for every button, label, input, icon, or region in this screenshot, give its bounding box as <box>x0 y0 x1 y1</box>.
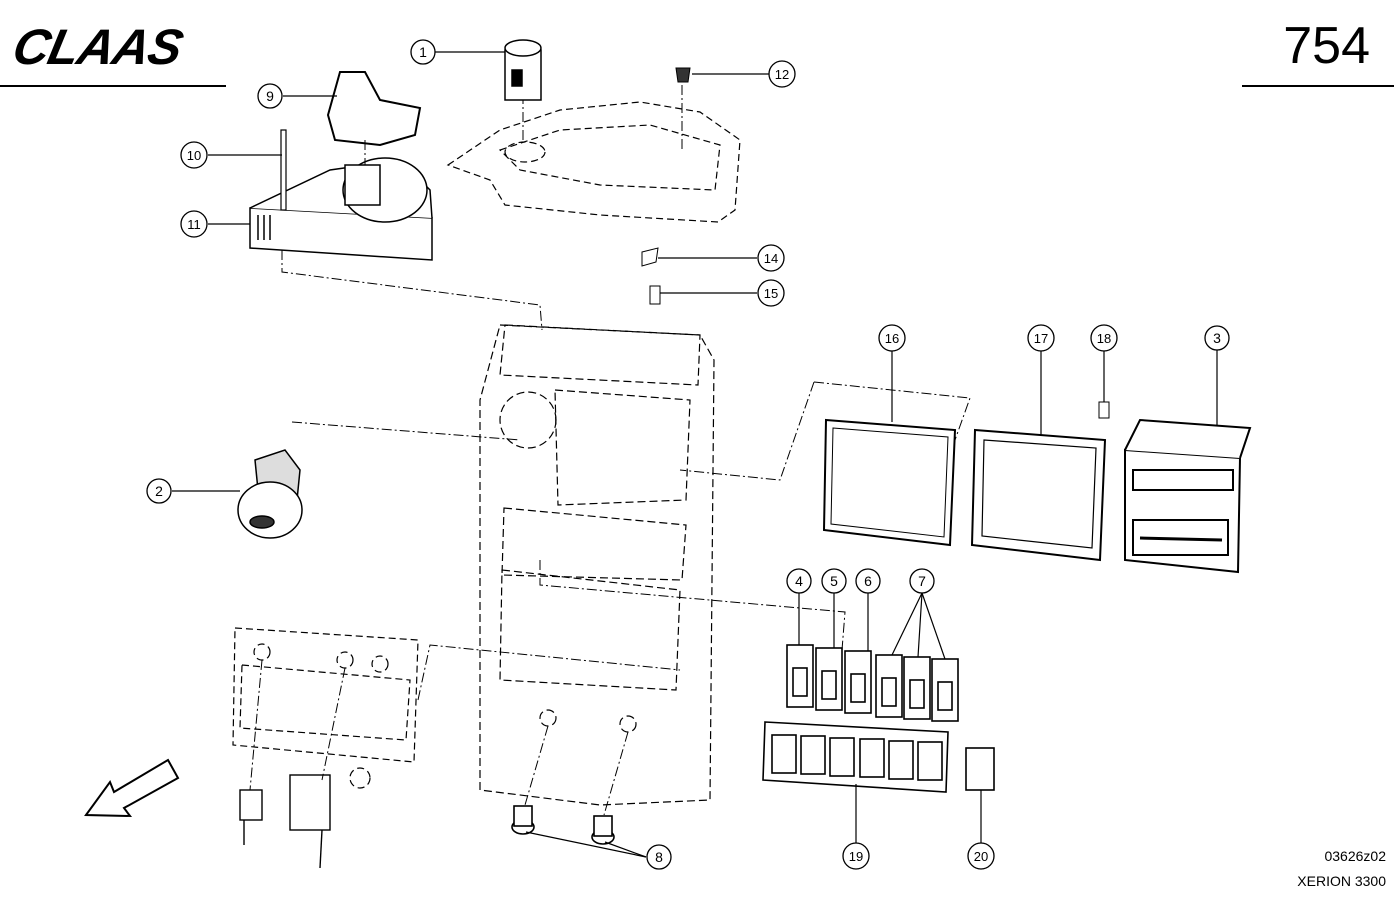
svg-text:6: 6 <box>864 573 872 589</box>
model-name: XERION 3300 <box>1297 873 1386 889</box>
callout-17: 17 <box>1027 324 1055 352</box>
svg-text:8: 8 <box>655 849 663 865</box>
part-14-clip <box>641 247 659 267</box>
callout-16: 16 <box>878 324 906 352</box>
part-9-gasket <box>326 71 422 147</box>
callout-9: 9 <box>257 83 283 109</box>
callout-2: 2 <box>146 478 172 504</box>
assembly-lines <box>249 85 971 816</box>
part-15-screw <box>649 285 661 305</box>
svg-text:17: 17 <box>1034 331 1048 346</box>
callout-18: 18 <box>1090 324 1118 352</box>
armrest-cover <box>446 101 741 223</box>
callout-1: 1 <box>410 39 436 65</box>
part-1-socket <box>504 39 542 101</box>
part-17-frame <box>970 428 1107 562</box>
callout-15: 15 <box>757 279 785 307</box>
callout-4: 4 <box>786 568 812 594</box>
svg-text:9: 9 <box>266 88 274 104</box>
svg-text:11: 11 <box>187 217 201 232</box>
svg-text:18: 18 <box>1097 331 1111 346</box>
part-10-pin <box>280 129 287 211</box>
console-frame <box>479 324 715 806</box>
direction-arrow <box>84 758 180 818</box>
svg-text:10: 10 <box>187 148 201 163</box>
part-18-screw <box>1098 401 1110 419</box>
svg-text:20: 20 <box>974 849 988 864</box>
svg-text:2: 2 <box>155 483 163 499</box>
svg-text:5: 5 <box>830 573 838 589</box>
leader-lines <box>172 51 1218 858</box>
svg-text:7: 7 <box>918 573 926 589</box>
part-16-frame <box>822 418 957 547</box>
lower-components <box>239 774 331 869</box>
part-11-housing <box>249 157 433 261</box>
svg-text:15: 15 <box>764 286 778 301</box>
callout-14: 14 <box>757 244 785 272</box>
svg-text:16: 16 <box>885 331 899 346</box>
svg-text:14: 14 <box>764 251 778 266</box>
svg-text:3: 3 <box>1213 330 1221 346</box>
callout-7: 7 <box>909 568 935 594</box>
svg-text:12: 12 <box>775 67 789 82</box>
part-3-monitor <box>1124 418 1252 574</box>
callout-12: 12 <box>768 60 796 88</box>
part-2-switch <box>237 449 303 539</box>
svg-text:19: 19 <box>849 849 863 864</box>
callout-19: 19 <box>842 842 870 870</box>
part-8-plugs <box>511 805 615 845</box>
switch-group-4-6 <box>786 644 872 714</box>
drawing-number: 03626z02 <box>1324 848 1386 864</box>
part-19-switch-frame <box>762 721 949 793</box>
callout-11: 11 <box>180 210 208 238</box>
callout-10: 10 <box>180 141 208 169</box>
callout-6: 6 <box>855 568 881 594</box>
callout-8: 8 <box>646 844 672 870</box>
part-20-blank <box>965 747 995 791</box>
switch-group-7 <box>875 654 959 722</box>
callout-bubbles: 1 2 3 4 5 6 7 8 9 10 11 12 14 15 16 17 1… <box>146 39 1230 870</box>
svg-text:1: 1 <box>419 44 427 60</box>
svg-text:4: 4 <box>795 573 803 589</box>
callout-20: 20 <box>967 842 995 870</box>
callout-5: 5 <box>821 568 847 594</box>
callout-3: 3 <box>1204 325 1230 351</box>
part-12-clip <box>675 67 691 83</box>
page-number: 754 <box>1283 17 1370 75</box>
